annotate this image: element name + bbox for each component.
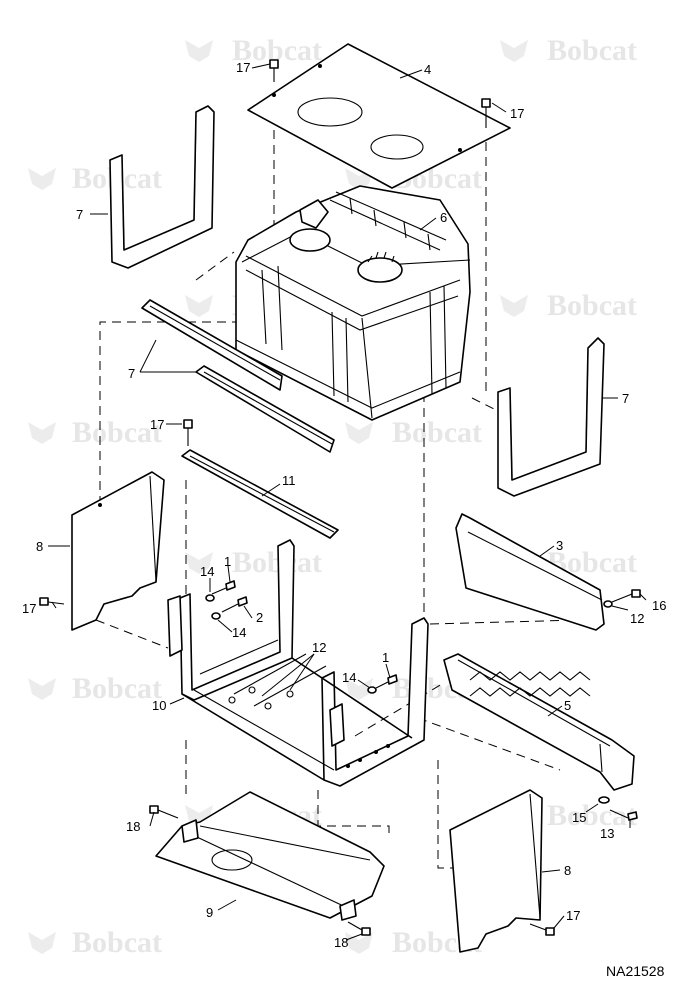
callout-14: 14 — [342, 670, 356, 685]
support-bracket — [443, 653, 635, 791]
callout-9: 9 — [206, 905, 213, 920]
tank-angle-strip-upper — [141, 299, 283, 391]
callout-1: 1 — [382, 650, 389, 665]
right-lower-side-panel — [449, 789, 543, 953]
watermark-logo-icon — [345, 678, 373, 700]
callout-labels: 17 4 17 7 6 7 7 17 11 8 3 1 14 17 2 14 1… — [22, 60, 666, 950]
callout-17: 17 — [566, 908, 580, 923]
watermark-logo-icon — [500, 40, 528, 62]
washer-14-right-icon — [367, 686, 377, 694]
right-side-panel — [455, 513, 605, 631]
bottom-guard-pan — [155, 791, 385, 921]
watermark-text: Bobcat — [392, 416, 482, 449]
watermark-text: Bobcat — [72, 672, 162, 705]
watermark-logo-icon — [185, 552, 213, 574]
fuel-sender — [357, 257, 403, 283]
callout-17: 17 — [510, 106, 524, 121]
watermark-logo-icon — [185, 295, 213, 317]
callout-6: 6 — [440, 210, 447, 225]
bolt-2-icon — [221, 596, 248, 613]
callout-11: 11 — [282, 473, 296, 488]
pan-drain-hole — [211, 849, 253, 871]
washer-14-upper-icon — [205, 594, 215, 602]
top-cover-plate — [247, 43, 511, 189]
watermark-logo-icon — [185, 40, 213, 62]
flat-strap-bar — [181, 449, 339, 539]
watermark-text: Bobcat — [547, 289, 637, 322]
watermark-text: Bobcat — [547, 34, 637, 67]
washer-14-lower-icon — [211, 612, 221, 620]
bolt-17-right-panel-icon — [529, 923, 555, 936]
callout-17: 17 — [150, 417, 164, 432]
bolt-17-left-panel-icon — [39, 597, 65, 606]
bolt-13-icon — [609, 809, 638, 821]
tank-angle-strip-lower — [195, 365, 335, 453]
watermark-logo-icon — [345, 422, 373, 444]
frame-bracket-right — [329, 703, 345, 747]
watermark-text: Bobcat — [232, 546, 322, 579]
bolt-17-top-left-icon — [269, 59, 279, 82]
callout-7: 7 — [76, 207, 83, 222]
washer-15-icon — [598, 796, 610, 804]
callout-13: 13 — [600, 826, 614, 841]
bolt-hole — [318, 64, 322, 68]
watermark-logo-icon — [28, 678, 56, 700]
watermark-text: Bobcat — [72, 416, 162, 449]
bolt-hole — [98, 503, 102, 507]
assembly-dashed-lines — [95, 100, 581, 869]
callout-5: 5 — [564, 698, 571, 713]
bolt-hole — [272, 93, 276, 97]
bolt-18-bottom-icon — [347, 921, 371, 936]
left-u-strap — [109, 105, 215, 269]
watermark-logo-icon — [28, 932, 56, 954]
callout-17: 17 — [22, 601, 36, 616]
watermark-logo-icon — [28, 168, 56, 190]
left-side-panel — [71, 471, 165, 631]
bolt-16-icon — [611, 589, 641, 603]
callout-12: 12 — [312, 640, 326, 655]
callout-4: 4 — [424, 62, 431, 77]
filler-neck — [289, 228, 331, 252]
bolt-hole — [458, 148, 462, 152]
callout-12: 12 — [630, 611, 644, 626]
callout-7: 7 — [622, 391, 629, 406]
washer-12-right-icon — [603, 600, 613, 608]
callout-2: 2 — [256, 610, 263, 625]
callout-1: 1 — [224, 554, 231, 569]
bolt-17-top-right-icon — [481, 98, 491, 128]
callout-14: 14 — [200, 564, 214, 579]
watermark-logo-icon — [500, 295, 528, 317]
callout-3: 3 — [556, 538, 563, 553]
callout-16: 16 — [652, 598, 666, 613]
cover-hole — [297, 97, 363, 127]
callout-10: 10 — [152, 698, 166, 713]
leader-lines — [48, 63, 647, 941]
bolt-1-upper-icon — [211, 580, 236, 595]
pan-tab — [181, 819, 199, 843]
callout-18: 18 — [334, 935, 348, 950]
callout-14: 14 — [232, 625, 246, 640]
watermark-logo-icon — [28, 422, 56, 444]
fuel-tank — [235, 185, 471, 421]
watermark-text: Bobcat — [72, 926, 162, 959]
right-u-strap — [497, 337, 605, 497]
callout-17: 17 — [236, 60, 250, 75]
bolt-18-top-icon — [149, 805, 179, 819]
callout-18: 18 — [126, 819, 140, 834]
callout-8: 8 — [564, 863, 571, 878]
frame-bracket-left — [167, 595, 183, 657]
figure-reference-code: NA21528 — [606, 963, 665, 979]
callout-8: 8 — [36, 539, 43, 554]
callout-15: 15 — [572, 810, 586, 825]
bolt-17-strap-icon — [183, 419, 193, 446]
cover-hole — [370, 134, 424, 160]
tank-frame — [167, 539, 429, 787]
callout-7: 7 — [128, 366, 135, 381]
filler-cap — [299, 199, 329, 229]
pan-tab — [339, 899, 357, 921]
